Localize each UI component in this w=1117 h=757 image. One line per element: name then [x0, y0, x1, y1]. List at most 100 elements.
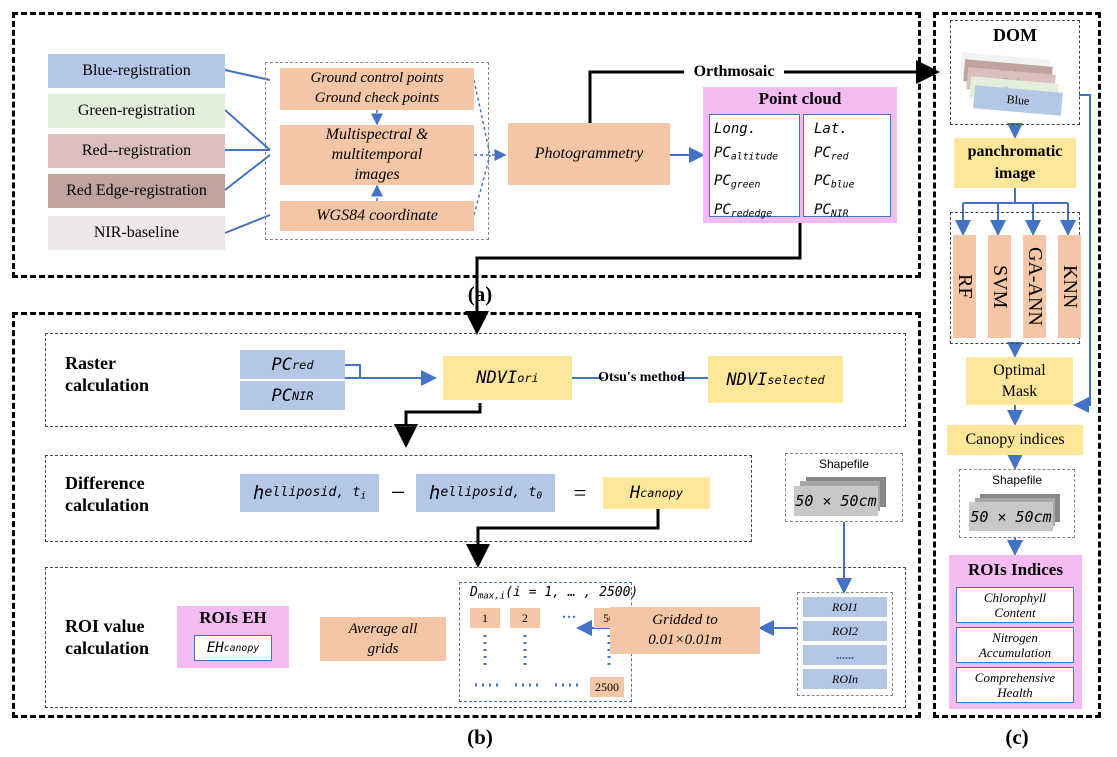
panel-a-label: (a)	[467, 281, 493, 306]
pc-field-sub: altitude	[730, 151, 779, 163]
panel-b-frame	[12, 312, 921, 718]
dmax-label: Dmax,i(i = 1, … , 2500)	[470, 585, 638, 603]
pc-field-sub: NIR	[830, 208, 849, 220]
optimal-line1: Optimal	[993, 362, 1046, 379]
roi-section	[45, 567, 906, 708]
dmax-sub: max,i	[477, 591, 506, 602]
pc-field: PCred	[814, 141, 880, 169]
point-cloud-box: Point cloud Long. PCaltitude PCgreen PCr…	[703, 87, 897, 223]
ndvi-ori-sub: ori	[517, 371, 539, 385]
index-line2: Accumulation	[978, 645, 1052, 660]
pc-field-base: PC	[714, 145, 731, 161]
multi-line2: multitemporal	[331, 146, 423, 163]
grid-size-b: 50 × 50cm	[794, 486, 878, 516]
panel-c-frame	[933, 12, 1101, 718]
pc-field-sub: rededge	[730, 208, 773, 220]
rois-indices-title: ROIs Indices	[968, 560, 1063, 579]
h-canopy-base: H	[629, 483, 641, 503]
h-ti-sub-text: elliposid, t	[264, 484, 361, 500]
roi-list-group	[797, 592, 893, 696]
classifier-rf: RF	[953, 235, 976, 338]
difference-title-line1: Difference	[65, 473, 145, 493]
gcp-line1: Ground control points	[310, 70, 444, 86]
roi-title-line1: ROI value	[65, 616, 145, 636]
point-cloud-left-list: Long. PCaltitude PCgreen PCrededge	[709, 114, 800, 219]
h-t0-subsub: 0	[536, 490, 543, 502]
shapefile-c-box	[959, 469, 1075, 538]
grid-cell: 1	[470, 608, 500, 628]
dmax-base: D	[470, 585, 478, 600]
dmax-rest: (i = 1, … , 2500)	[505, 585, 639, 600]
gridded-line1: Gridded to	[652, 612, 718, 628]
panel-b-label: (b)	[467, 724, 493, 749]
raster-title-line2: calculation	[65, 375, 149, 395]
roi-item: ROI2	[803, 621, 887, 641]
raster-section	[45, 333, 906, 427]
otsu-label: Otsu's method	[598, 368, 685, 388]
pc-field: PCaltitude	[714, 141, 795, 169]
dom-group	[950, 20, 1080, 125]
pc-field-base: PC	[714, 173, 731, 190]
multi-line3: images	[354, 166, 400, 183]
pc-field-sub: red	[830, 151, 849, 163]
index-chlorophyll: Chlorophyll Content	[956, 587, 1074, 623]
pc-field: PCrededge	[714, 198, 795, 226]
canopy-indices-box: Canopy indices	[947, 425, 1083, 455]
ndvi-selected-sub: selected	[767, 372, 825, 387]
pc-red-sub: red	[292, 357, 314, 372]
pc-field: Long.	[714, 117, 795, 141]
classifier-knn: KNN	[1058, 235, 1081, 338]
index-line2: Content	[994, 605, 1036, 620]
roi-item: ROI1	[803, 597, 887, 617]
shapefile-c-label: Shapefile	[991, 473, 1043, 487]
h-t0-base: h	[428, 482, 441, 504]
difference-title-line2: calculation	[65, 495, 149, 515]
h-ti-base: h	[252, 482, 265, 504]
eh-canopy-sub: canopy	[223, 642, 260, 654]
wgs84-box: WGS84 coordinate	[280, 201, 474, 231]
classifier-svm: SVM	[988, 235, 1011, 338]
roi-item-ellipsis: ......	[803, 645, 887, 665]
preprocess-group	[265, 62, 489, 240]
index-line1: Nitrogen	[992, 630, 1038, 645]
rois-indices-box: ROIs Indices Chlorophyll Content Nitroge…	[949, 555, 1082, 709]
pc-field-base: PC	[814, 145, 831, 161]
index-health: Comprehensive Health	[956, 667, 1074, 703]
grid-cell: 2	[510, 608, 540, 628]
shapefile-b-label: Shapefile	[818, 457, 870, 471]
shapefile-b-box	[785, 453, 903, 522]
index-line2: Health	[997, 685, 1033, 700]
difference-section	[45, 455, 752, 542]
pc-field-sub: blue	[830, 179, 855, 191]
input-rededge-registration: Red Edge-registration	[48, 174, 225, 208]
photogrammetry-box: Photogrammetry	[508, 123, 670, 185]
h-ti-sub: elliposid, ti	[264, 485, 366, 501]
ndvi-selected-base: NDVI	[726, 369, 768, 390]
input-nir-baseline: NIR-baseline	[48, 216, 225, 250]
average-line2: grids	[367, 641, 399, 657]
dom-title: DOM	[993, 24, 1037, 45]
classifier-ga-ann: GA-ANN	[1023, 235, 1046, 338]
grid-size-c: 50 × 50cm	[969, 502, 1053, 531]
pc-field: Lat.	[814, 117, 880, 141]
gridded-line2: 0.01×0.01m	[648, 632, 722, 648]
h-t0-sub: elliposid, t0	[440, 485, 542, 501]
control-points-box: Ground control points Ground check point…	[280, 68, 474, 110]
multi-line1: Multispectral &	[325, 126, 429, 143]
grid-cell-ellipsis: …	[561, 605, 577, 622]
pc-field-base: Lat.	[814, 121, 848, 137]
h-canopy-sub: canopy	[640, 486, 684, 500]
input-green-registration: Green-registration	[48, 94, 225, 128]
grid-cell: 2500	[590, 677, 624, 697]
pc-nir-sub: NIR	[292, 388, 314, 403]
gcp-line2: Ground check points	[314, 90, 440, 106]
panel-a-frame	[12, 12, 921, 278]
panchromatic-line1: panchromatic	[967, 143, 1063, 160]
